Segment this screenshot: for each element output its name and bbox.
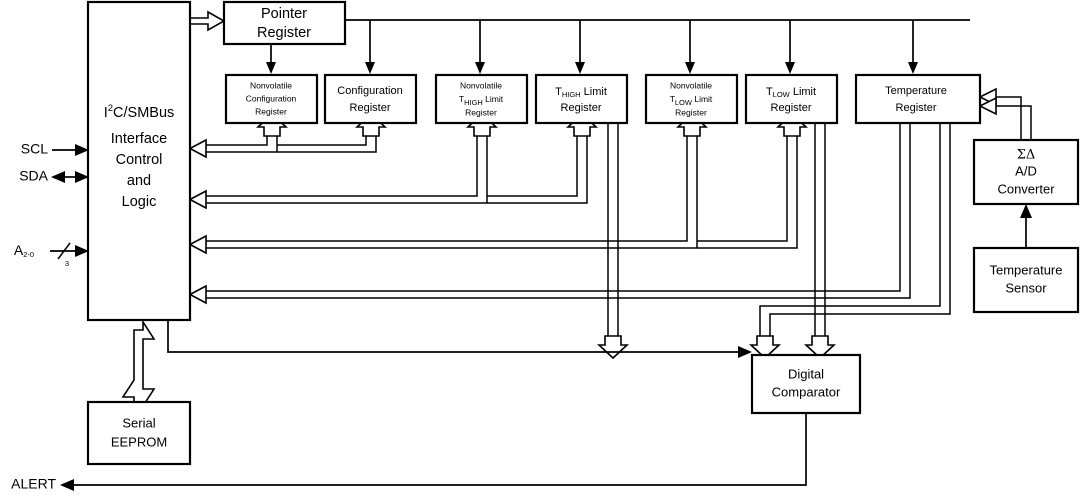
interface-to-pointer-bus xyxy=(189,10,226,32)
svg-text:TLOW Limit: TLOW Limit xyxy=(670,94,713,107)
svg-text:Converter: Converter xyxy=(997,181,1055,196)
svg-text:A/D: A/D xyxy=(1015,163,1037,178)
svg-text:Configuration: Configuration xyxy=(246,93,297,103)
svg-text:TLOW Limit: TLOW Limit xyxy=(766,86,816,99)
pointer-register-line2: Register xyxy=(257,25,311,41)
nv-configuration-register-label: Nonvolatile Configuration Register xyxy=(246,80,297,116)
svg-text:I2C/SMBus: I2C/SMBus xyxy=(104,103,175,121)
svg-text:Sensor: Sensor xyxy=(1005,280,1047,295)
temperature-sensor-block xyxy=(972,246,1080,314)
adc-label: ΣΔ A/D Converter xyxy=(997,148,1055,197)
address-input-line xyxy=(50,242,89,260)
scl-input-line xyxy=(52,144,89,156)
nv-thigh-limit-register-label: Nonvolatile THIGH Limit Register xyxy=(459,80,504,117)
svg-text:Configuration: Configuration xyxy=(337,85,402,97)
thigh-limit-register-block xyxy=(534,73,629,125)
address-pin-label: A2-0 3 xyxy=(14,242,69,268)
svg-text:THIGH Limit: THIGH Limit xyxy=(459,94,504,107)
adc-to-temperature-register-bus xyxy=(978,87,1032,140)
address-bus-width-label: 3 xyxy=(65,259,69,268)
comparator-to-alert-link xyxy=(60,413,807,491)
serial-eeprom-block xyxy=(86,400,192,466)
config-register-bus xyxy=(188,112,388,159)
alert-pin-label: ALERT xyxy=(11,476,56,492)
svg-text:Nonvolatile: Nonvolatile xyxy=(250,80,292,90)
nv-configuration-register-block xyxy=(224,73,319,125)
svg-text:Register: Register xyxy=(675,107,707,117)
digital-comparator-block xyxy=(750,353,862,415)
svg-text:Serial: Serial xyxy=(122,415,155,430)
svg-text:Nonvolatile: Nonvolatile xyxy=(460,80,502,90)
temperature-register-label: Temperature Register xyxy=(885,85,947,114)
interface-eeprom-bus xyxy=(121,319,156,407)
tlow-to-comparator-bus xyxy=(803,123,837,360)
nv-tlow-limit-register-block xyxy=(644,73,739,125)
pointer-register-line1: Pointer xyxy=(261,6,307,22)
nv-thigh-limit-register-block xyxy=(434,73,529,125)
svg-text:Register: Register xyxy=(255,106,287,116)
temperature-register-bus xyxy=(188,123,911,305)
configuration-register-block xyxy=(323,73,418,125)
temperature-to-comparator-bus xyxy=(748,123,951,360)
interface-line5: Logic xyxy=(122,194,157,210)
sda-input-line xyxy=(51,171,89,183)
tlow-register-bus xyxy=(188,112,809,255)
digital-comparator-label: Digital Comparator xyxy=(772,366,841,399)
thigh-register-bus xyxy=(188,112,599,210)
svg-text:Register: Register xyxy=(771,102,812,114)
interface-control-logic-block xyxy=(86,0,192,322)
svg-text:Digital: Digital xyxy=(788,366,824,381)
thigh-limit-register-label: THIGH Limit Register xyxy=(555,86,607,114)
svg-text:Temperature: Temperature xyxy=(885,85,947,97)
configuration-register-label: Configuration Register xyxy=(337,85,402,114)
tlow-limit-register-block xyxy=(744,73,839,125)
svg-text:Register: Register xyxy=(561,102,602,114)
pointer-register-label: Pointer Register xyxy=(257,6,311,41)
sigma-delta-symbol: ΣΔ xyxy=(1017,148,1036,163)
interface-line4: and xyxy=(127,173,151,189)
pointer-distribution-bus xyxy=(266,19,970,74)
interface-line2: Interface xyxy=(111,131,167,147)
serial-eeprom-label: Serial EEPROM xyxy=(111,415,167,449)
sda-pin-label: SDA xyxy=(19,168,48,184)
svg-text:THIGH Limit: THIGH Limit xyxy=(555,86,607,99)
temperature-register-block xyxy=(854,73,982,125)
svg-text:A2-0: A2-0 xyxy=(14,242,34,259)
interface-line3: Control xyxy=(116,152,163,168)
svg-text:Temperature: Temperature xyxy=(990,262,1063,277)
temperature-sensor-label: Temperature Sensor xyxy=(990,262,1063,295)
svg-text:Register: Register xyxy=(465,107,497,117)
scl-pin-label: SCL xyxy=(21,141,48,157)
svg-text:Register: Register xyxy=(350,102,391,114)
nv-tlow-limit-register-label: Nonvolatile TLOW Limit Register xyxy=(670,80,713,117)
sensor-to-adc-link xyxy=(1020,204,1032,248)
svg-text:Comparator: Comparator xyxy=(772,384,841,399)
pointer-register-block xyxy=(222,0,347,46)
svg-text:Register: Register xyxy=(896,102,937,114)
svg-text:Nonvolatile: Nonvolatile xyxy=(670,80,712,90)
interface-block-label: I2C/SMBus Interface Control and Logic xyxy=(104,103,175,210)
tlow-limit-register-label: TLOW Limit Register xyxy=(766,86,816,114)
svg-text:EEPROM: EEPROM xyxy=(111,434,167,449)
adc-block xyxy=(972,138,1080,206)
interface-to-comparator-link xyxy=(167,320,752,358)
